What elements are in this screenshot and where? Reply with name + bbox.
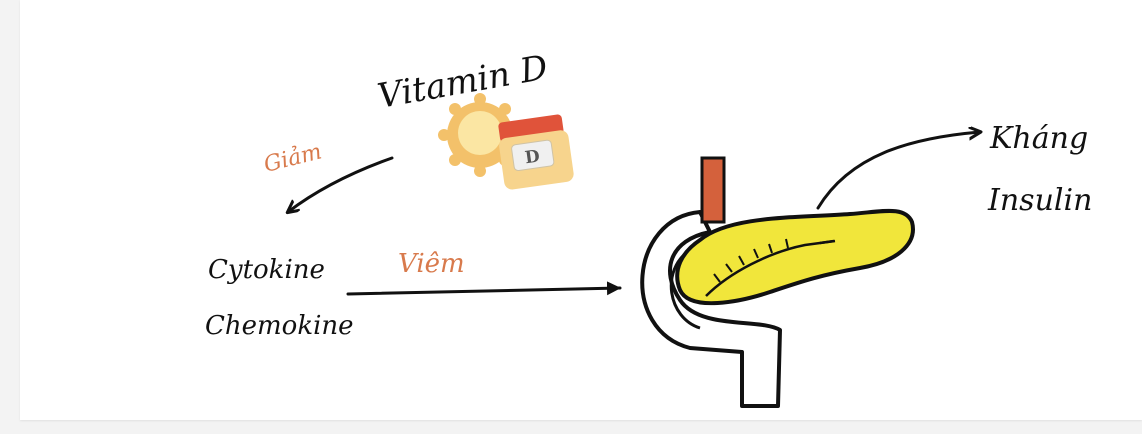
insulin-label: Insulin: [987, 183, 1092, 218]
bottle-letter: D: [524, 146, 542, 168]
chemokine-label: Chemokine: [205, 311, 354, 341]
vitamin-d-bottle-icon: D: [496, 113, 575, 190]
arrow-cytokine-to-pancreas: [348, 288, 620, 294]
vitamin-d-label: Vitamin D: [375, 48, 551, 117]
cytokine-label: Cytokine: [208, 255, 325, 285]
giam-label: Giảm: [261, 138, 324, 177]
pancreas-illustration: [642, 158, 913, 406]
viem-label: Viêm: [398, 249, 465, 279]
arrow-pancreas-to-insulin: [818, 132, 980, 208]
khang-label: Kháng: [989, 121, 1088, 156]
